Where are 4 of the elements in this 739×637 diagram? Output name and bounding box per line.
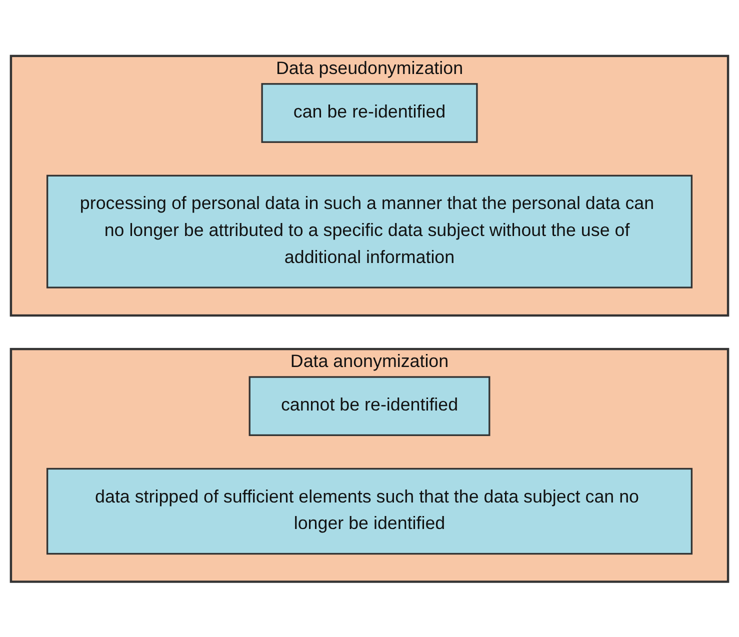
node-box: processing of personal data in such a manner that the personal data can no longer be attributed to a specific data subject without the use of additional information (46, 174, 693, 288)
node-box: cannot be re-identified (248, 376, 490, 436)
node-box: can be re-identified (261, 82, 478, 143)
node-box: data stripped of sufficient elements such that the data subject can no longer be identified (46, 468, 693, 554)
